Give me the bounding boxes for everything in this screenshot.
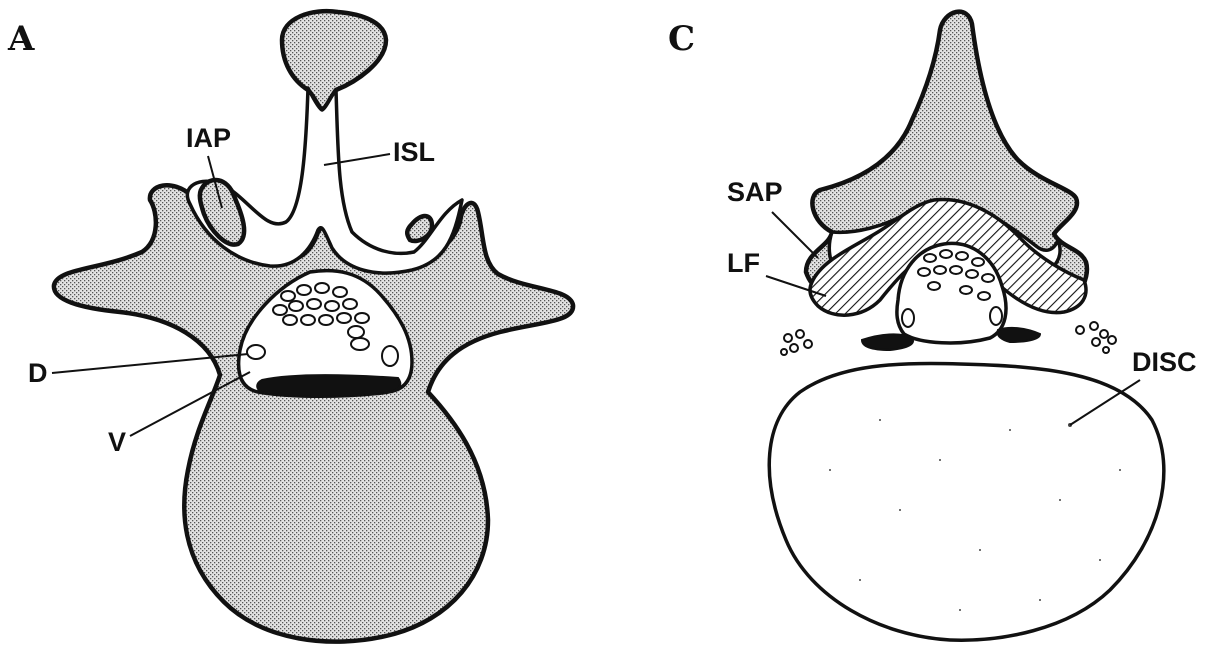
label-isl: ISL [393,137,435,167]
leader-sap [772,212,818,258]
ventral-dark-a [257,375,400,397]
label-disc: DISC [1132,347,1197,377]
ventral-dark-c-right [998,328,1040,342]
foraminal-vessels-left [781,330,812,355]
panel-a-letter: A [7,19,35,59]
label-d: D [28,358,48,388]
disc [769,363,1164,640]
label-lf: LF [727,248,760,278]
panel-c-letter: C [668,19,695,59]
vertebra-a-bone [54,185,573,641]
right-facet [407,216,432,241]
panel-c: C [668,12,1197,641]
label-v: V [108,427,126,457]
ventral-dark-c [862,334,913,350]
label-iap: IAP [186,123,231,153]
foraminal-vessels-right [1076,322,1116,353]
label-sap: SAP [727,177,783,207]
panel-a: A [7,11,573,642]
